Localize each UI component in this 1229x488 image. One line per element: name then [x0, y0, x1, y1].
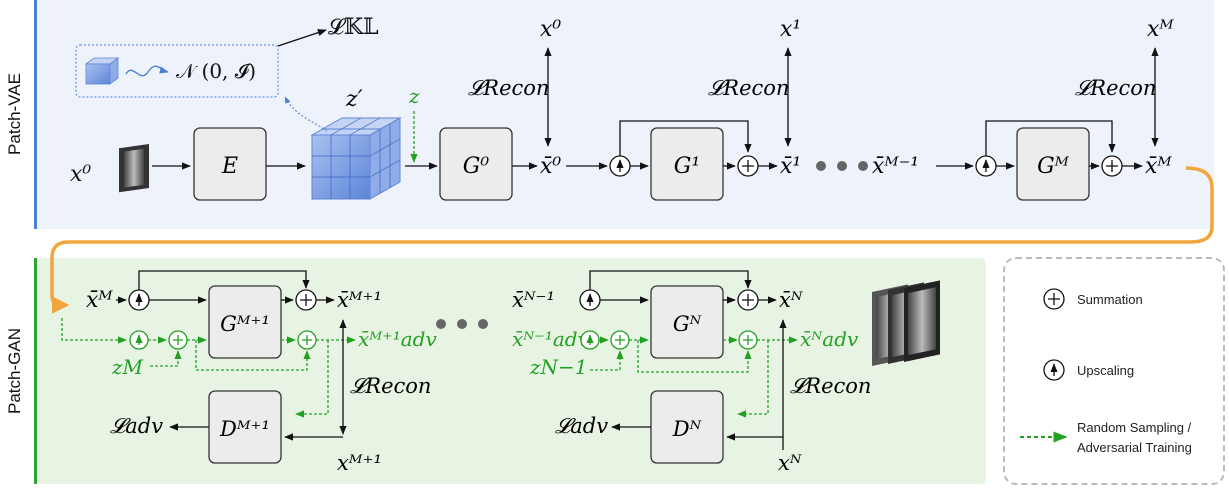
prior-distribution-label: 𝒩 (0, 𝓘) — [176, 59, 256, 83]
gan-xbar-n-minus-1-label: x̄ᴺ⁻¹ — [512, 288, 555, 312]
generator-g1-label: G¹ — [674, 154, 700, 179]
gan-noise-arrow-n — [590, 350, 624, 371]
generator-gm1-block — [208, 285, 282, 359]
generator-gn-label: Gᴺ — [673, 312, 702, 336]
gan-sum-plus-m1 — [300, 294, 312, 306]
gan-adv-loss-m1: 𝓛adv — [110, 414, 163, 438]
gan-recon-loss-m1: 𝓛Recon — [350, 374, 431, 398]
output-film-strips-icon — [872, 280, 940, 366]
legend-upscaling: Upscaling — [1077, 363, 1134, 378]
encoder-block — [193, 127, 267, 201]
gan-xbar-m1-label: x̄ᴹ⁺¹ — [337, 288, 382, 312]
skip-connection-1 — [619, 120, 752, 156]
recon-loss-1: 𝓛Recon — [708, 76, 789, 100]
gan-noise-arrow-m1 — [150, 350, 182, 367]
xm-target-label: xᴹ — [1147, 17, 1174, 42]
film-strip-icon — [119, 144, 149, 193]
gan-adv-sum-plus-m1 — [302, 335, 312, 345]
legend-summation: Summation — [1077, 292, 1143, 307]
gan-adv-loss-n: 𝓛adv — [555, 414, 608, 438]
gan-x-m1-label: xᴹ⁺¹ — [337, 451, 382, 475]
gan-panel — [36, 258, 986, 484]
gan-adv-skip-n — [637, 340, 752, 373]
generator-gm1-label: Gᴹ⁺¹ — [220, 312, 270, 336]
gan-xadv-n-label: x̄ᴺadv — [800, 327, 859, 351]
recon-loss-0: 𝓛Recon — [468, 76, 549, 100]
xbar-m-label: x̄ᴹ — [1145, 154, 1172, 179]
gan-skip-m1 — [138, 270, 310, 290]
generator-gn-block — [650, 285, 724, 359]
legend-sum-plus — [1048, 293, 1060, 305]
arrow-to-kl — [277, 29, 327, 47]
xbar1-label: x̄¹ — [780, 154, 801, 179]
sum-plus-1 — [742, 160, 754, 172]
gan-sum-plus-n — [742, 294, 754, 306]
encoder-label: E — [221, 154, 238, 179]
generator-g0-block — [439, 127, 513, 201]
recon-loss-m: 𝓛Recon — [1075, 76, 1156, 100]
legend-box — [1003, 257, 1225, 485]
legend-random-line1: Random Sampling / — [1077, 420, 1192, 435]
gan-adv-skip-m1 — [195, 340, 311, 371]
gan-xadv-n-minus-1-label: x̄ᴺ⁻¹adv — [512, 327, 590, 351]
gan-adv-sum-noise-plus-n — [615, 335, 625, 345]
gan-noise-z-m-label: zM — [111, 355, 144, 379]
gan-adv-path-in-m1 — [61, 318, 127, 344]
x1-target-label: x¹ — [780, 17, 801, 42]
latent-cube — [310, 117, 402, 200]
sum-plus-m — [1106, 160, 1118, 172]
kl-loss-label: 𝓛𝕂𝕃 — [328, 15, 379, 40]
gan-xbar-n-label: x̄ᴺ — [779, 288, 803, 312]
mini-cube-icon — [84, 57, 120, 85]
gan-x-n-label: xᴺ — [778, 451, 802, 475]
generator-g0-label: G⁰ — [463, 154, 490, 179]
arrow-latent-to-prior — [284, 96, 328, 132]
latent-prime-label: z′ — [345, 87, 363, 112]
vae-section-label: Patch-VAE — [5, 73, 24, 155]
xbar0-label: x̄⁰ — [540, 154, 561, 179]
gan-adv-sum-noise-plus-m1 — [173, 335, 183, 345]
generator-gm-label: Gᴹ — [1037, 154, 1070, 179]
gan-xadv-m1-label: x̄ᴹ⁺¹adv — [358, 327, 437, 351]
xbar-m-minus-1-label: x̄ᴹ⁻¹ — [872, 154, 919, 179]
legend-random-line2: Adversarial Training — [1077, 440, 1192, 455]
vae-input-label: x⁰ — [70, 162, 91, 187]
discriminator-dm1-label: Dᴹ⁺¹ — [219, 417, 270, 441]
generator-gm-block — [1016, 127, 1090, 201]
gan-xbar-m-label: x̄ᴹ — [86, 288, 113, 313]
vae-to-gan-connector — [50, 166, 1214, 314]
gan-skip-n — [589, 270, 752, 290]
gan-section-label: Patch-GAN — [5, 328, 24, 414]
gan-adv-sum-plus-n — [743, 335, 753, 345]
ellipsis-dots-vae — [816, 161, 868, 171]
sampling-wave-icon — [125, 65, 169, 77]
skip-connection-m — [985, 120, 1116, 156]
gan-accent-bar — [34, 258, 37, 484]
discriminator-dn-label: Dᴺ — [672, 417, 702, 441]
ellipsis-dots-gan — [436, 319, 488, 329]
gan-recon-loss-n: 𝓛Recon — [790, 374, 871, 398]
gan-noise-z-n-label: zN−1 — [529, 355, 588, 379]
latent-z-label: z — [408, 84, 420, 108]
vae-accent-bar — [34, 0, 37, 229]
prior-box — [75, 44, 279, 98]
generator-g1-block — [650, 127, 724, 201]
x0-target-label: x⁰ — [540, 17, 561, 42]
gan-adv-to-disc-m1 — [295, 340, 329, 418]
